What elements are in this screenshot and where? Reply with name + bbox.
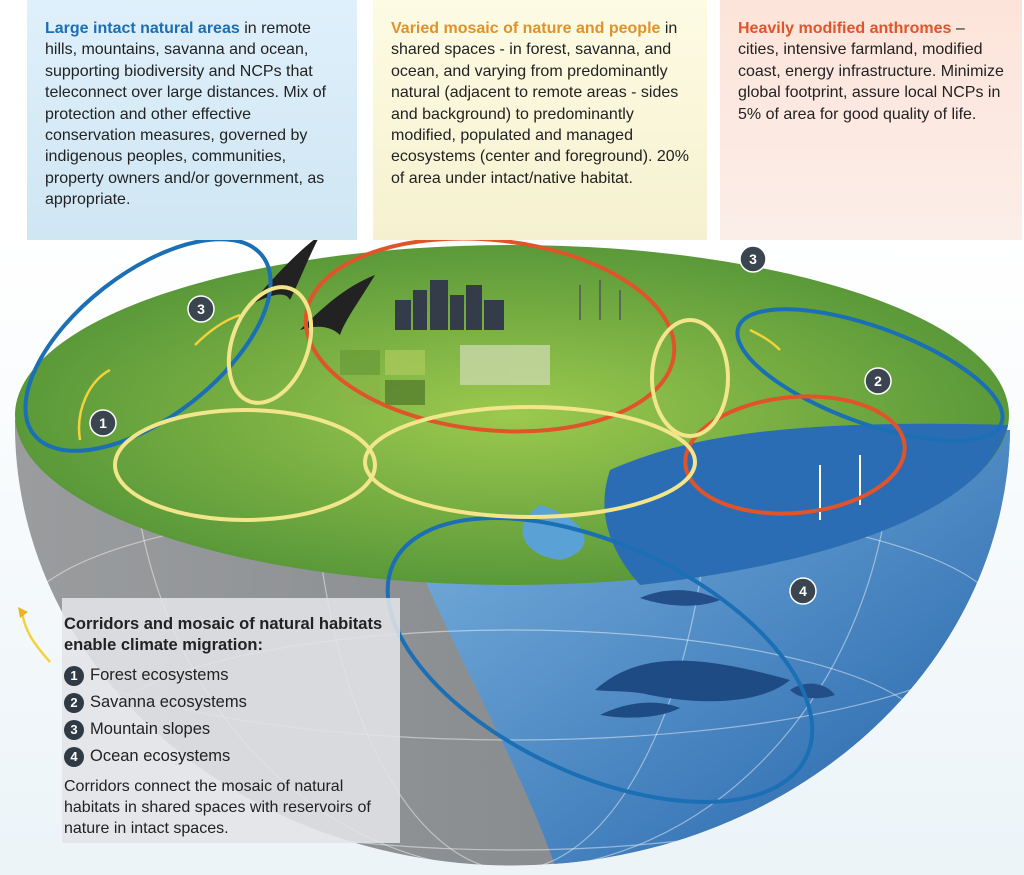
swift-bird-icon bbox=[250, 235, 320, 305]
legend-label: Forest ecosystems bbox=[90, 666, 229, 684]
shark-icon bbox=[640, 590, 720, 606]
intact-zone-outline bbox=[735, 307, 1005, 443]
swift-bird-icon bbox=[300, 275, 375, 335]
modified-zone-outline bbox=[683, 394, 907, 516]
coastal-sea bbox=[604, 423, 1008, 585]
intact-zone-outline bbox=[23, 237, 273, 453]
migration-arrow bbox=[194, 313, 241, 346]
svg-text:4: 4 bbox=[799, 583, 807, 599]
marker-2: 2 bbox=[864, 367, 892, 395]
marker-4: 4 bbox=[789, 577, 817, 605]
legend-label: Ocean ecosystems bbox=[90, 747, 231, 765]
panel-heading: Large intact natural areas bbox=[45, 20, 240, 37]
number-badge-icon: 2 bbox=[64, 692, 84, 713]
panel-text: in remote hills, mountains, savanna and … bbox=[45, 20, 327, 209]
legend-item-savanna: 2 Savanna ecosystems bbox=[64, 689, 396, 716]
svg-text:1: 1 bbox=[99, 415, 107, 431]
legend-item-mountain: 3 Mountain slopes bbox=[64, 716, 396, 743]
svg-text:3: 3 bbox=[197, 301, 205, 317]
farm-fields bbox=[340, 345, 550, 405]
zone-outlines bbox=[23, 236, 1005, 804]
panel-heading: Varied mosaic of nature and people bbox=[391, 20, 661, 37]
legend-migration-arrow bbox=[20, 611, 51, 663]
svg-text:3: 3 bbox=[749, 251, 757, 267]
number-badge-icon: 3 bbox=[64, 719, 84, 740]
legend-title: Corridors and mosaic of natural habitats… bbox=[64, 615, 383, 654]
city bbox=[395, 280, 504, 330]
number-badge-icon: 1 bbox=[64, 665, 84, 686]
whale-icon bbox=[595, 660, 790, 702]
mosaic-zone-outline bbox=[363, 405, 697, 519]
legend-item-ocean: 4 Ocean ecosystems bbox=[64, 743, 396, 770]
mosaic-zone-outline bbox=[226, 285, 314, 405]
migration-arrow bbox=[749, 328, 781, 351]
marker-1: 1 bbox=[89, 409, 117, 437]
panel-text: – cities, intensive farmland, modified c… bbox=[738, 20, 1004, 123]
svg-text:2: 2 bbox=[874, 373, 882, 389]
mosaic-zone-outline bbox=[113, 408, 377, 522]
legend-label: Savanna ecosystems bbox=[90, 693, 247, 711]
legend-footer: Corridors connect the mosaic of natural … bbox=[64, 778, 371, 837]
number-badge-icon: 4 bbox=[64, 746, 84, 767]
panel-varied-mosaic: Varied mosaic of nature and people in sh… bbox=[373, 0, 707, 240]
legend-item-forest: 1 Forest ecosystems bbox=[64, 662, 396, 689]
marker-3: 3 bbox=[739, 245, 767, 273]
intact-zone-outline bbox=[385, 516, 815, 804]
modified-zone-outline bbox=[303, 236, 677, 434]
mosaic-zone-outline bbox=[650, 318, 730, 438]
panel-intact-areas: Large intact natural areas in remote hil… bbox=[27, 0, 357, 240]
migration-arrow bbox=[77, 368, 111, 441]
legend-box: Corridors and mosaic of natural habitats… bbox=[62, 598, 400, 843]
legend-label: Mountain slopes bbox=[90, 720, 211, 738]
panel-modified-anthromes: Heavily modified anthromes – cities, int… bbox=[720, 0, 1022, 240]
panel-text: in shared spaces - in forest, savanna, a… bbox=[391, 20, 689, 187]
whale-icon bbox=[600, 702, 680, 718]
panel-heading: Heavily modified anthromes bbox=[738, 20, 952, 37]
marker-3: 3 bbox=[187, 295, 215, 323]
